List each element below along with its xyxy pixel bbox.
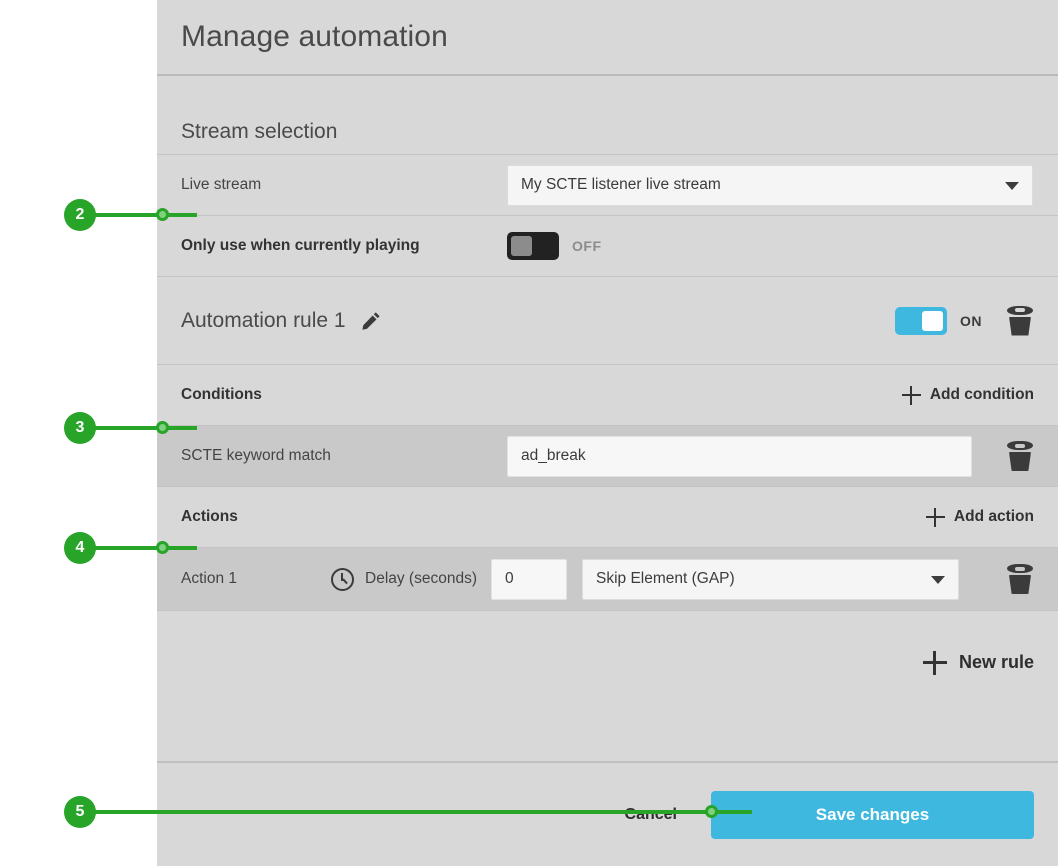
condition-row: SCTE keyword match [157,425,1058,486]
action-delay-group: Delay (seconds) [331,567,477,591]
live-stream-value: My SCTE listener live stream [521,176,721,193]
live-stream-select[interactable]: My SCTE listener live stream [507,164,1033,206]
toggle-knob [922,310,943,331]
save-changes-button[interactable]: Save changes [711,790,1034,839]
actions-header-row: Actions Add action [157,486,1058,547]
trash-can [1009,316,1031,336]
trash-can [1009,575,1031,594]
condition-value-input[interactable] [507,435,972,477]
chevron-down-icon [931,576,945,584]
add-action-button[interactable]: Add action [925,507,1034,527]
rule-enabled-toggle[interactable] [895,306,947,335]
manage-automation-panel: Manage automation Stream selection Live … [157,0,1058,866]
new-rule-button[interactable]: New rule [922,650,1034,675]
delete-rule-button[interactable] [1006,305,1034,336]
only-when-playing-label: Only use when currently playing [181,237,420,254]
annotation-bubble: 4 [64,532,96,564]
annotation-line [92,810,752,814]
annotation-endpoint [705,805,718,818]
add-condition-label: Add condition [929,386,1034,403]
toggle-knob [511,236,532,256]
trash-lid [1007,441,1033,450]
only-when-playing-state: OFF [572,238,602,254]
delete-condition-button[interactable] [1006,441,1034,471]
conditions-header-row: Conditions Add condition [157,364,1058,425]
trash-lid [1007,305,1033,315]
clock-icon [331,567,354,591]
page-title: Manage automation [181,20,448,53]
annotation-line [92,546,197,550]
cancel-button[interactable]: Cancel [625,806,711,824]
rule-name: Automation rule 1 [181,308,346,332]
action-delay-input[interactable] [491,558,567,600]
action-delay-label: Delay (seconds) [365,570,477,587]
automation-rule-header: Automation rule 1 ON [157,276,1058,364]
add-condition-button[interactable]: Add condition [901,385,1034,405]
action-label: Action 1 [181,570,238,587]
annotation-line [92,426,197,430]
only-when-playing-toggle-wrap: OFF [507,232,602,260]
stream-selection-header: Stream selection [157,76,1058,154]
delete-action-button[interactable] [1006,564,1034,594]
panel-titlebar: Manage automation [157,0,1058,76]
annotation-endpoint [156,421,169,434]
annotation-endpoint [156,541,169,554]
annotation-bubble: 3 [64,412,96,444]
rule-toggle-wrap: ON [895,306,982,335]
annotation-endpoint [156,208,169,221]
condition-label: SCTE keyword match [181,447,331,464]
section-title-stream-selection: Stream selection [181,120,338,143]
add-action-label: Add action [953,508,1034,525]
action-row: Action 1 Delay (seconds) Skip Element (G… [157,547,1058,610]
new-rule-label: New rule [958,652,1034,672]
annotation-line [92,213,197,217]
live-stream-label: Live stream [181,176,262,193]
only-when-playing-row: Only use when currently playing OFF [157,215,1058,276]
live-stream-row: Live stream My SCTE listener live stream [157,154,1058,215]
plus-icon [925,507,945,527]
plus-icon [922,650,947,675]
only-when-playing-toggle[interactable] [507,232,559,260]
panel-footer: Cancel Save changes [157,761,1058,866]
conditions-label: Conditions [181,386,262,403]
pencil-icon[interactable] [360,310,382,332]
trash-can [1009,452,1031,471]
action-type-select[interactable]: Skip Element (GAP) [582,558,959,600]
annotation-bubble: 5 [64,796,96,828]
new-rule-band: New rule [157,610,1058,714]
plus-icon [901,385,921,405]
chevron-down-icon [1005,182,1019,190]
action-type-value: Skip Element (GAP) [596,570,735,587]
actions-label: Actions [181,508,238,525]
rule-state-label: ON [960,312,982,329]
annotation-bubble: 2 [64,199,96,231]
trash-lid [1007,564,1033,573]
